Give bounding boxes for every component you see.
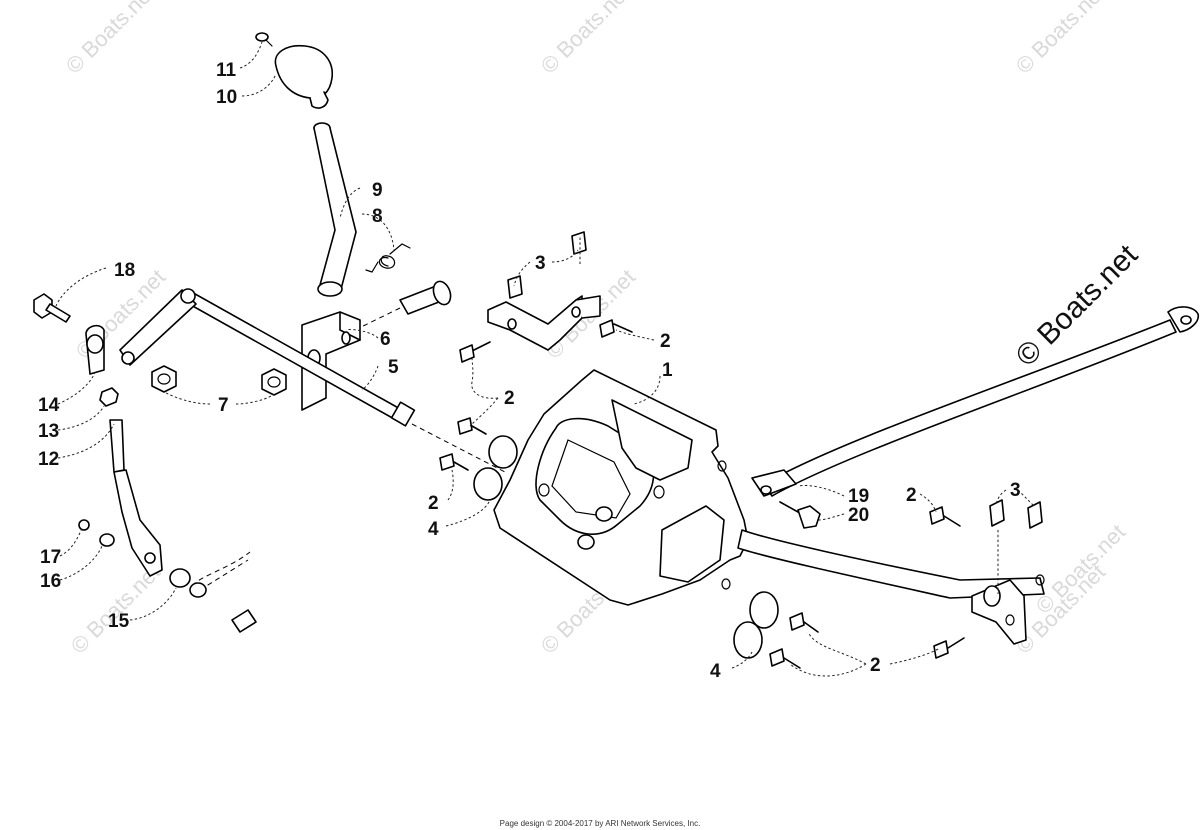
parts-artwork — [33, 32, 1200, 669]
callout-4-left: 4 — [428, 519, 439, 540]
callout-11: 11 — [216, 60, 237, 81]
part-2-screws — [439, 319, 965, 669]
callout-2-left: 2 — [428, 493, 439, 514]
part-3-clips-right — [989, 499, 1043, 529]
callout-9: 9 — [372, 180, 383, 201]
callout-16: 16 — [40, 571, 61, 592]
callout-15: 15 — [108, 611, 130, 632]
crank-arm — [119, 288, 197, 366]
lower-support-tube — [737, 529, 1045, 645]
part-5-shaft-bracket — [181, 289, 506, 473]
callout-2-right: 2 — [906, 485, 917, 506]
part-11-screw — [255, 32, 273, 47]
callout-12: 12 — [38, 449, 59, 470]
callout-4-right: 4 — [710, 661, 721, 682]
callout-14: 14 — [38, 395, 60, 416]
callout-17: 17 — [40, 547, 61, 568]
part-12-14-linkage — [85, 324, 163, 577]
callout-8: 8 — [372, 206, 383, 227]
callout-6: 6 — [380, 329, 391, 350]
callout-3-right: 3 — [1010, 480, 1021, 501]
footer-copyright: Page design © 2004-2017 by ARI Network S… — [500, 819, 701, 828]
callout-2-mid: 2 — [504, 388, 515, 409]
callout-10: 10 — [216, 87, 237, 108]
callout-2-bottom: 2 — [870, 655, 881, 676]
callout-7: 7 — [218, 395, 229, 416]
callout-5: 5 — [388, 357, 399, 378]
callout-20: 20 — [848, 505, 869, 526]
callout-numbers: 11 10 9 8 18 3 6 2 5 1 2 14 7 13 12 19 2… — [38, 60, 1021, 682]
part-18-bolt — [33, 293, 71, 323]
part-10-knob — [274, 44, 333, 109]
callout-18: 18 — [114, 260, 135, 281]
callout-13: 13 — [38, 421, 59, 442]
part-19-long-rod — [751, 306, 1200, 497]
callout-3-top: 3 — [535, 253, 546, 274]
watermark-2: © Boats.net — [536, 0, 635, 79]
part-1-mount-plate — [493, 369, 749, 606]
callout-19: 19 — [848, 486, 869, 507]
watermark-3: © Boats.net — [1011, 0, 1110, 79]
part-4-grommets — [473, 435, 779, 659]
part-8-spring — [365, 243, 411, 273]
watermark-1: © Boats.net — [61, 0, 160, 79]
callout-1: 1 — [662, 360, 673, 381]
upper-mount-bracket — [487, 295, 601, 351]
part-3-clips-top — [507, 231, 587, 299]
part-7-nuts — [151, 365, 287, 396]
part-9-shift-lever — [313, 122, 357, 297]
callout-2-top-right: 2 — [660, 331, 671, 352]
part-6-pin — [354, 280, 452, 331]
leader-lines — [55, 41, 1035, 677]
part-15-17-hardware — [78, 519, 257, 633]
